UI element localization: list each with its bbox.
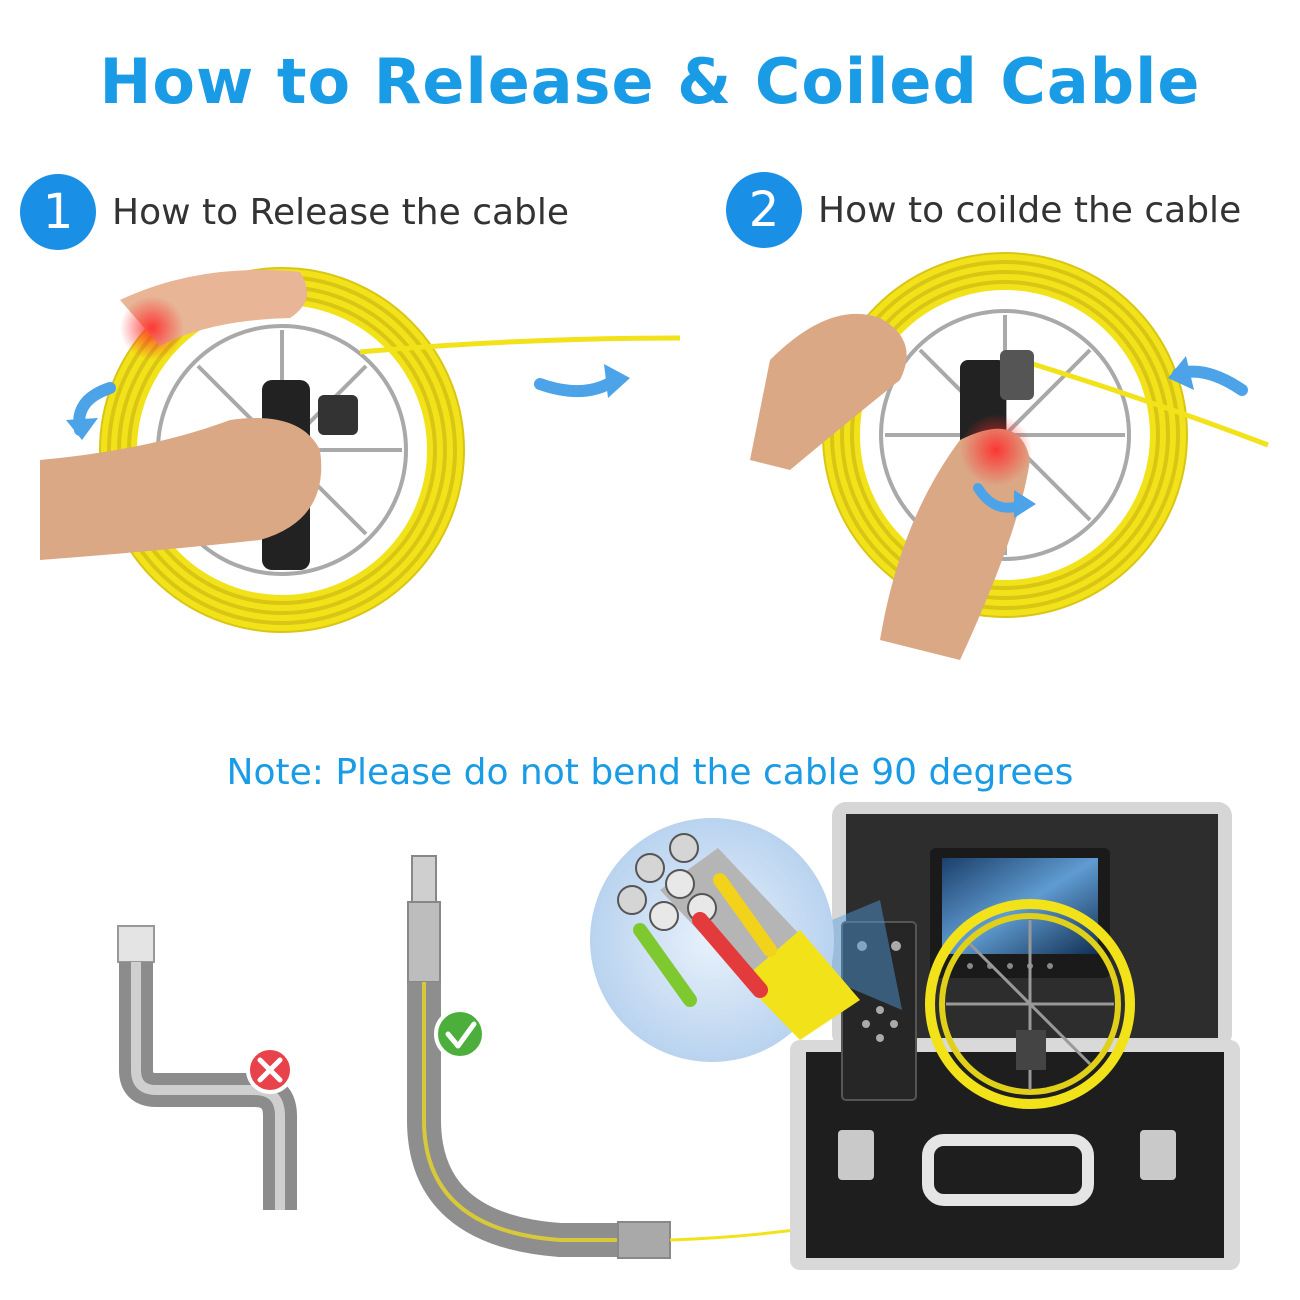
hand-grip [40, 418, 322, 560]
step-2-number-badge: 2 [726, 172, 802, 248]
pull-arrow-icon [534, 374, 621, 398]
step-1-label: How to Release the cable [112, 191, 570, 233]
case-handle [922, 1134, 1094, 1206]
check-icon [434, 1008, 486, 1060]
inspection-camera-case [790, 802, 1240, 1270]
note-text: Note: Please do not bend the cable 90 de… [226, 752, 1074, 793]
step-2: 2 How to coilde the cable [726, 172, 1241, 248]
hand-left [750, 313, 907, 470]
connector [1000, 350, 1034, 400]
correct-bend-pipe [407, 855, 1121, 1259]
page-title: How to Release & Coiled Cable [99, 45, 1201, 118]
wrong-bend-pipe [117, 925, 297, 1210]
connector [318, 395, 358, 435]
step-1-number-badge: 1 [20, 174, 96, 250]
cable-cross-section-callout [590, 818, 902, 1062]
pressure-point-highlight [120, 296, 184, 360]
step-2-label: How to coilde the cable [818, 189, 1242, 231]
release-cable-reel [40, 267, 681, 633]
coil-cable-reel [750, 252, 1269, 660]
hand-right [880, 428, 1030, 660]
step-1: 1 How to Release the cable [20, 174, 569, 250]
pressure-point-highlight [960, 414, 1032, 486]
